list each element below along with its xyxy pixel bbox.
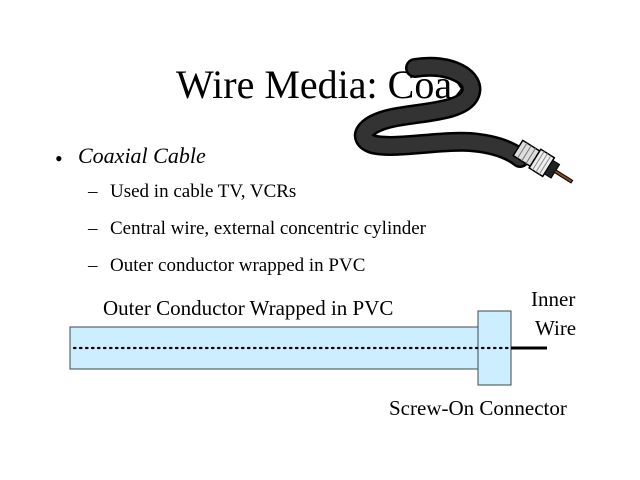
connector-label: Screw-On Connector bbox=[389, 396, 567, 420]
inner-wire-label-1: Inner bbox=[531, 287, 576, 311]
sub-bullet: –Central wire, external concentric cylin… bbox=[88, 218, 426, 239]
sub-bullet: –Outer conductor wrapped in PVC bbox=[88, 255, 366, 276]
sub-bullet: –Used in cable TV, VCRs bbox=[88, 181, 297, 202]
outer-conductor-label: Outer Conductor Wrapped in PVC bbox=[103, 296, 394, 320]
inner-wire-label-2: Wire bbox=[535, 316, 577, 340]
coax-cable-clipart bbox=[354, 56, 574, 184]
bullet-coaxial-cable: Coaxial Cable bbox=[78, 143, 206, 168]
bullet-dot: • bbox=[55, 146, 63, 171]
